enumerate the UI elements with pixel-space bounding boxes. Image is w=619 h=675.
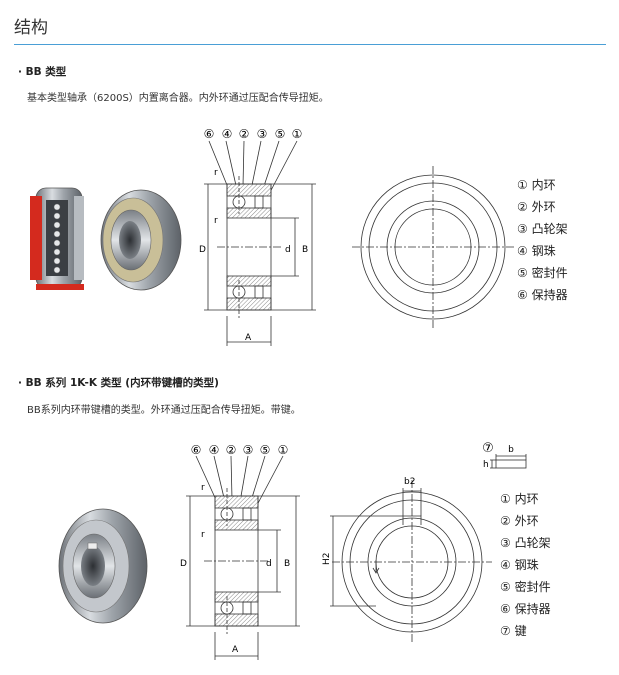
callout-label: ⑤ xyxy=(275,127,286,141)
callout-label: ⑥ xyxy=(191,443,202,457)
callout-label: ⑤ xyxy=(260,443,271,457)
section-2-description: BB系列内环带键槽的类型。外环通过压配合传导扭矩。带键。 xyxy=(27,405,301,416)
callout-label: ① xyxy=(278,443,289,457)
dim-A: A xyxy=(232,645,239,655)
dim-D: D xyxy=(180,559,187,569)
section-2-heading: · BB 系列 1K-K 类型 (内环带键槽的类型) xyxy=(18,377,219,389)
legend-item: ④ 钢珠 xyxy=(517,244,556,258)
dim-A: A xyxy=(245,333,252,343)
dimension-labels-2: r r D d B A xyxy=(180,483,290,655)
dim-r: r xyxy=(201,530,205,540)
callout-label: ③ xyxy=(257,127,268,141)
callout-label: ② xyxy=(239,127,250,141)
cross-section-diagram-1 xyxy=(204,140,316,346)
dim-key-b: b xyxy=(508,445,514,455)
callout-numbers-1: ⑥ ④ ② ③ ⑤ ① xyxy=(204,127,303,141)
callout-label: ⑥ xyxy=(204,127,215,141)
dim-r: r xyxy=(214,216,218,226)
callout-numbers-2: ⑥ ④ ② ③ ⑤ ① xyxy=(191,443,289,457)
dim-h2: H2 xyxy=(322,553,332,566)
bearing-keyed-photo xyxy=(58,508,148,624)
front-view-diagram-2 xyxy=(330,480,492,644)
callout-label: ③ xyxy=(243,443,254,457)
dim-D: D xyxy=(199,245,206,255)
cross-section-diagram-2 xyxy=(186,455,300,660)
dim-b2: b2 xyxy=(404,477,415,487)
legend-1: ① 内环 ② 外环 ③ 凸轮架 ④ 钢珠 ⑤ 密封件 ⑥ 保持器 xyxy=(517,174,568,306)
key-callout: ⑦ xyxy=(482,441,494,456)
title-divider xyxy=(14,44,606,45)
legend-item: ③ 凸轮架 xyxy=(500,536,551,550)
dim-B: B xyxy=(284,559,290,569)
dim-key-h: h xyxy=(483,460,489,470)
bearing-cutaway-photo xyxy=(30,187,84,290)
legend-2: ① 内环 ② 外环 ③ 凸轮架 ④ 钢珠 ⑤ 密封件 ⑥ 保持器 ⑦ 键 xyxy=(500,488,551,642)
legend-item: ⑥ 保持器 xyxy=(517,288,568,302)
key-detail xyxy=(490,454,527,469)
callout-label: ④ xyxy=(222,127,233,141)
dim-d: d xyxy=(285,245,291,255)
legend-item: ① 内环 xyxy=(500,492,539,506)
callout-label: ④ xyxy=(209,443,220,457)
section-1-heading: · BB 类型 xyxy=(18,66,67,78)
legend-item: ④ 钢珠 xyxy=(500,558,539,572)
legend-item: ② 外环 xyxy=(517,200,556,214)
callout-label: ① xyxy=(292,127,303,141)
dim-r: r xyxy=(214,168,218,178)
page-title: 结构 xyxy=(14,18,48,38)
callout-label: ② xyxy=(226,443,237,457)
bearing-photo xyxy=(100,189,182,291)
legend-item: ③ 凸轮架 xyxy=(517,222,568,236)
legend-item: ⑤ 密封件 xyxy=(517,266,568,280)
legend-item: ⑤ 密封件 xyxy=(500,580,551,594)
legend-item: ① 内环 xyxy=(517,178,556,192)
dim-r: r xyxy=(201,483,205,493)
front-view-labels-2: b2 H2 xyxy=(322,477,415,565)
dimension-labels-1: r r D d B A xyxy=(199,168,308,343)
dim-B: B xyxy=(302,245,308,255)
dim-d: d xyxy=(266,559,272,569)
legend-item: ⑥ 保持器 xyxy=(500,602,551,616)
legend-item: ② 外环 xyxy=(500,514,539,528)
section-1-description: 基本类型轴承（6200S）内置离合器。内外环通过压配合传导扭矩。 xyxy=(27,93,329,104)
legend-item: ⑦ 键 xyxy=(500,624,527,638)
front-view-diagram-1 xyxy=(352,166,514,328)
